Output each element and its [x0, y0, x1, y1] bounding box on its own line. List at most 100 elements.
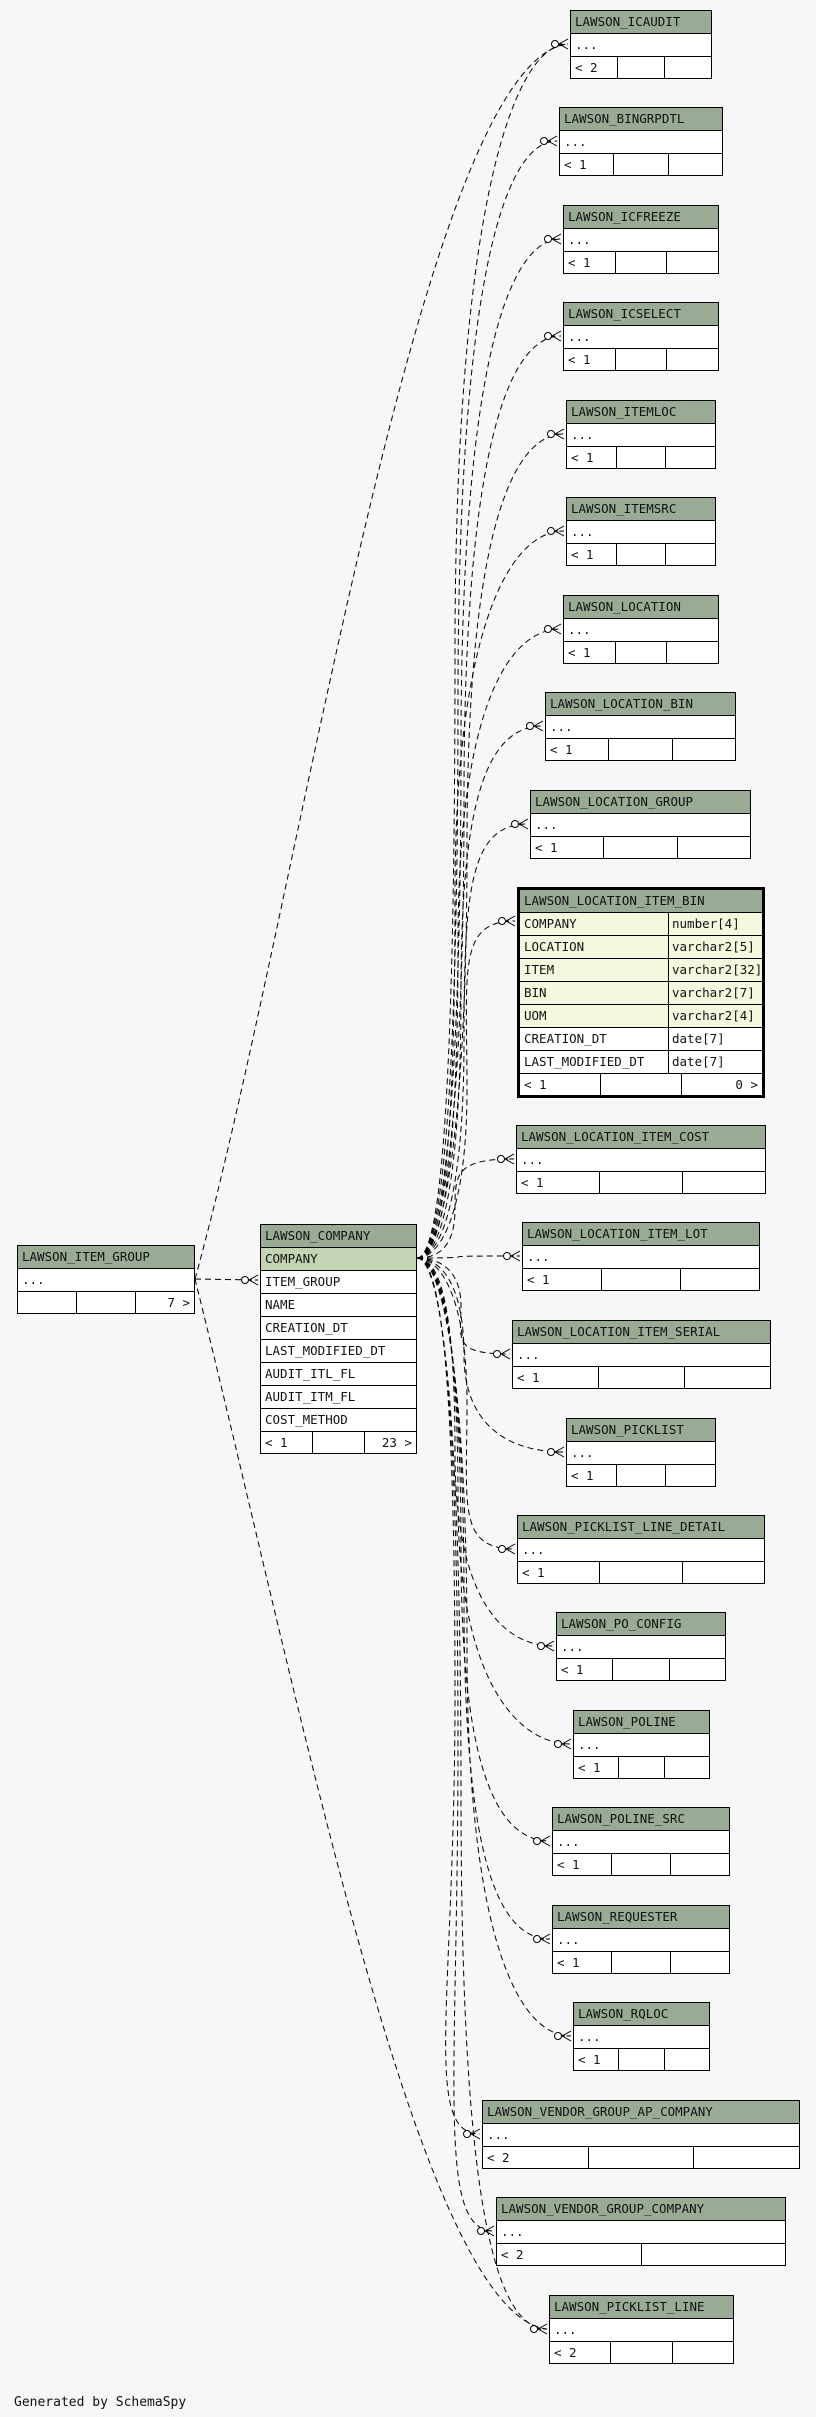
table-lawson-location-item-serial[interactable]: LAWSON_LOCATION_ITEM_SERIAL... < 1	[512, 1320, 771, 1389]
table-lawson-icfreeze[interactable]: LAWSON_ICFREEZE...< 1	[563, 205, 719, 274]
column-row[interactable]: ...	[531, 814, 750, 837]
table-lawson-itemloc[interactable]: LAWSON_ITEMLOC...< 1	[566, 400, 716, 469]
column-row[interactable]: ...	[497, 2221, 785, 2244]
table-lawson-itemsrc[interactable]: LAWSON_ITEMSRC...< 1	[566, 497, 716, 566]
column-row[interactable]: ...	[483, 2124, 799, 2147]
children-link[interactable]: 23 >	[364, 1432, 416, 1453]
table-lawson-bingrpdtl[interactable]: LAWSON_BINGRPDTL...< 1	[559, 107, 723, 176]
parents-link[interactable]: < 2	[487, 2150, 510, 2165]
column-row[interactable]: AUDIT_ITM_FL	[261, 1386, 416, 1409]
parents-link[interactable]: < 1	[522, 1565, 545, 1580]
children-link	[676, 837, 750, 858]
column-row[interactable]: ITEM_GROUP	[261, 1271, 416, 1294]
parents-link[interactable]: < 1	[571, 547, 594, 562]
column-row[interactable]: ...	[517, 1149, 765, 1172]
parents-link[interactable]: < 2	[575, 60, 598, 75]
table-lawson-vendor-group-ap-company[interactable]: LAWSON_VENDOR_GROUP_AP_COMPANY...< 2	[482, 2100, 800, 2169]
column-row[interactable]: ...	[553, 1929, 729, 1952]
column-name: ...	[22, 1272, 45, 1287]
column-row[interactable]: COMPANY	[261, 1248, 416, 1271]
children-link[interactable]: 0 >	[681, 1074, 762, 1095]
column-name: ...	[535, 817, 558, 832]
table-lawson-po-config[interactable]: LAWSON_PO_CONFIG...< 1	[556, 1612, 726, 1681]
table-lawson-picklist-line[interactable]: LAWSON_PICKLIST_LINE...< 2	[549, 2295, 734, 2364]
table-lawson-picklist[interactable]: LAWSON_PICKLIST... < 1	[566, 1418, 716, 1487]
footer-cell	[614, 642, 667, 663]
parents-link[interactable]: < 1	[561, 1662, 584, 1677]
column-row[interactable]: ...	[546, 716, 735, 739]
parents-link[interactable]: < 1	[524, 1077, 547, 1092]
parents-link[interactable]: < 1	[265, 1435, 288, 1450]
parents-link[interactable]: < 1	[564, 157, 587, 172]
table-lawson-icselect[interactable]: LAWSON_ICSELECT...< 1	[563, 302, 719, 371]
parents-link[interactable]: < 1	[517, 1370, 540, 1385]
column-row[interactable]: ...	[574, 1734, 709, 1757]
table-lawson-location-bin[interactable]: LAWSON_LOCATION_BIN...< 1	[545, 692, 736, 761]
column-row[interactable]: COST_METHOD	[261, 1409, 416, 1432]
column-row[interactable]: LAST_MODIFIED_DT	[261, 1340, 416, 1363]
parents-link[interactable]: < 1	[571, 450, 594, 465]
footer-cell	[613, 154, 667, 175]
column-row[interactable]: ...	[18, 1269, 194, 1292]
parents-link[interactable]: < 1	[557, 1955, 580, 1970]
table-header: LAWSON_LOCATION_ITEM_SERIAL	[513, 1321, 770, 1344]
table-lawson-poline-src[interactable]: LAWSON_POLINE_SRC...< 1	[552, 1807, 730, 1876]
column-row[interactable]: ...	[553, 1831, 729, 1854]
column-row[interactable]: ...	[564, 229, 718, 252]
column-row[interactable]: ...	[518, 1539, 764, 1562]
parents-link[interactable]: < 2	[501, 2247, 524, 2262]
column-row[interactable]: ...	[567, 1442, 715, 1465]
table-lawson-location-group[interactable]: LAWSON_LOCATION_GROUP...< 1	[530, 790, 751, 859]
column-row[interactable]: ...	[523, 1246, 759, 1269]
parents-link[interactable]: < 1	[578, 1760, 601, 1775]
table-lawson-requester[interactable]: LAWSON_REQUESTER...< 1	[552, 1905, 730, 1974]
parents-link[interactable]: < 1	[568, 352, 591, 367]
table-header: LAWSON_PICKLIST	[567, 1419, 715, 1442]
table-lawson-picklist-line-detail[interactable]: LAWSON_PICKLIST_LINE_DETAIL...< 1	[517, 1515, 765, 1584]
table-lawson-rqloc[interactable]: LAWSON_RQLOC... < 1	[573, 2002, 710, 2071]
column-row[interactable]: ...	[564, 619, 718, 642]
column-row[interactable]: NAME	[261, 1294, 416, 1317]
footer-cell	[617, 57, 664, 78]
column-row[interactable]: ...	[571, 34, 711, 57]
table-lawson-location[interactable]: LAWSON_LOCATION...< 1	[563, 595, 719, 664]
parents-link[interactable]: < 1	[578, 2052, 601, 2067]
table-lawson-icaudit[interactable]: LAWSON_ICAUDIT...< 2	[570, 10, 712, 79]
column-row[interactable]: ...	[567, 424, 715, 447]
crows-foot-icon	[526, 720, 544, 732]
parents-link[interactable]: < 1	[550, 742, 573, 757]
table-lawson-vendor-group-company[interactable]: LAWSON_VENDOR_GROUP_COMPANY...< 2	[496, 2197, 786, 2266]
table-lawson-location-item-lot[interactable]: LAWSON_LOCATION_ITEM_LOT...< 1	[522, 1222, 760, 1291]
column-row[interactable]: ...	[567, 521, 715, 544]
parents-link[interactable]: < 1	[568, 255, 591, 270]
column-row[interactable]: ...	[574, 2026, 709, 2049]
column-row[interactable]: ...	[564, 326, 718, 349]
table-header: LAWSON_RQLOC	[574, 2003, 709, 2026]
table-lawson-item-group[interactable]: LAWSON_ITEM_GROUP...7 >	[17, 1245, 195, 1314]
column-row[interactable]: CREATION_DT	[261, 1317, 416, 1340]
table-lawson-location-item-cost[interactable]: LAWSON_LOCATION_ITEM_COST...< 1	[516, 1125, 766, 1194]
parents-link[interactable]: < 1	[568, 645, 591, 660]
parents-link[interactable]: < 1	[535, 840, 558, 855]
column-row[interactable]: ...	[557, 1636, 725, 1659]
parents-link[interactable]: < 2	[554, 2345, 577, 2360]
table-lawson-poline[interactable]: LAWSON_POLINE...< 1	[573, 1710, 710, 1779]
column-row[interactable]: ...	[560, 131, 722, 154]
column-row[interactable]: ...	[550, 2319, 733, 2342]
column-row[interactable]: ...	[513, 1344, 770, 1367]
column-row[interactable]: AUDIT_ITL_FL	[261, 1363, 416, 1386]
parents-link[interactable]: < 1	[571, 1468, 594, 1483]
children-link[interactable]: 7 >	[135, 1292, 194, 1313]
parents-link[interactable]: < 1	[527, 1272, 550, 1287]
parents-link[interactable]: < 1	[521, 1175, 544, 1190]
parents-link[interactable]: < 1	[557, 1857, 580, 1872]
